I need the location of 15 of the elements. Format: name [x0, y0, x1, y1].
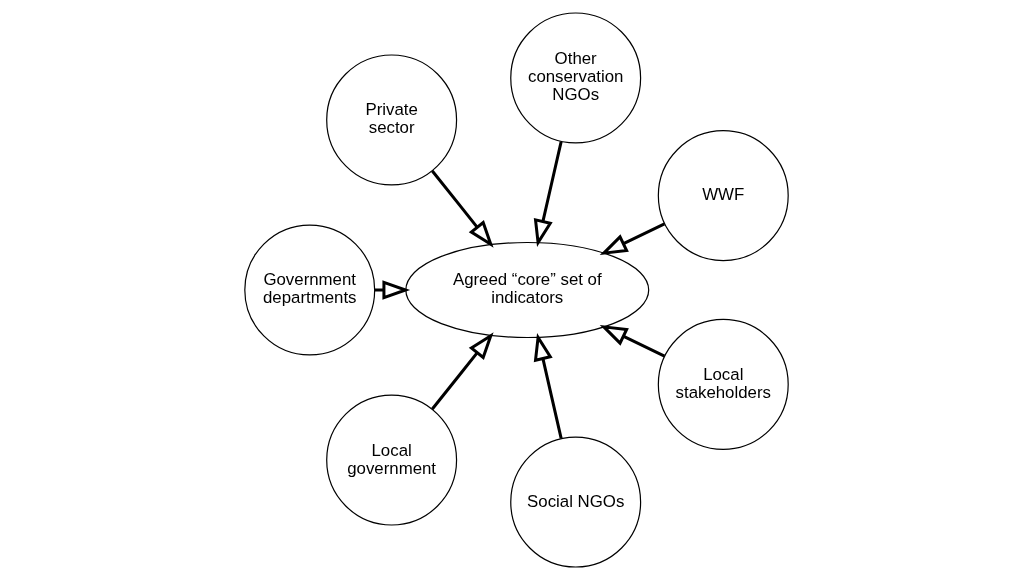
node-circle: Local stakeholders [657, 318, 789, 450]
arrow [533, 332, 563, 439]
node-circle: Other conservation NGOs [509, 12, 641, 144]
node-ellipse: Agreed “core” set of indicators [404, 241, 649, 339]
arrow [430, 332, 494, 410]
node-circle: Social NGOs [509, 436, 641, 568]
arrow [599, 222, 665, 256]
arrow [599, 324, 665, 358]
node-circle: WWF [657, 130, 789, 262]
arrow [533, 141, 563, 248]
node-circle: Government departments [243, 224, 375, 356]
node-circle: Private sector [325, 54, 457, 186]
arrow [430, 170, 494, 248]
arrow [374, 280, 410, 300]
node-circle: Local government [325, 394, 457, 526]
